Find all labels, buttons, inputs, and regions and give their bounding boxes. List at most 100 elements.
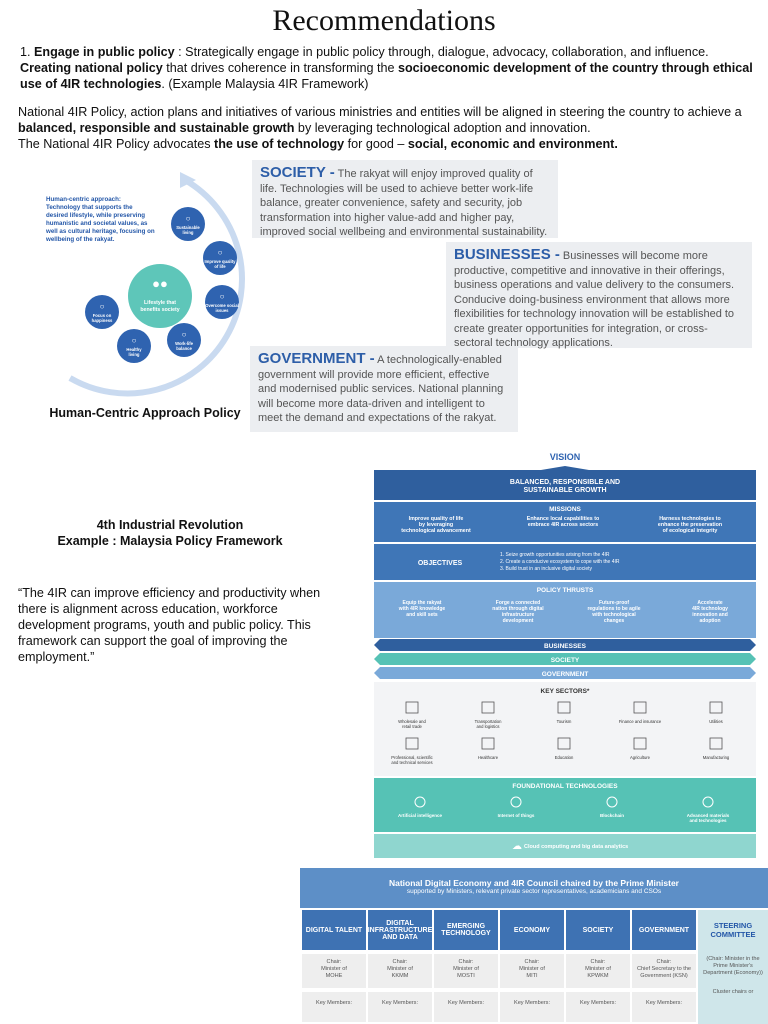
steering-committee: STEERING COMMITTEE (Chair: Minister in t… <box>698 910 768 1024</box>
businesses-heading: BUSINESSES - <box>454 246 560 263</box>
council-subtitle: supported by Ministers, relevant private… <box>406 888 662 895</box>
tech-icon <box>510 796 522 808</box>
objectives-box <box>374 544 756 580</box>
wheel-center-label-2: benefits society <box>140 307 179 313</box>
society-box: SOCIETY - The rakyat will enjoy improved… <box>252 160 558 238</box>
cloud-box <box>374 834 756 858</box>
thrust-text: adoption <box>699 618 720 624</box>
human-centric-intro: Human-centric approach: Technology that … <box>46 196 155 243</box>
government-heading: GOVERNMENT - <box>258 350 375 367</box>
p1-a: National 4IR Policy, action plans and in… <box>18 105 742 119</box>
chair-line: Chair: <box>458 959 474 965</box>
thrust-text: infrastructure <box>502 612 535 618</box>
vision-box <box>374 470 756 500</box>
wheel-item-label: living <box>129 352 140 357</box>
council-structure: National Digital Economy and 4IR Council… <box>300 868 768 1024</box>
p2-a: The National 4IR Policy advocates <box>18 137 215 151</box>
wheel-item-icon: ○ <box>100 302 105 311</box>
line2-bold: Creating national policy <box>20 61 163 75</box>
steering-extra: Cluster chairs or <box>712 989 754 995</box>
tech-label: Advanced materials <box>687 813 730 818</box>
line2-mid: that drives coherence in transforming th… <box>162 61 398 75</box>
chair-line: Chair: <box>656 959 672 965</box>
chair-line: Minister of <box>387 966 413 972</box>
mission-text: by leveraging <box>419 522 453 528</box>
wheel-item-circle <box>203 241 237 275</box>
lead-rest: : Strategically engage in public policy … <box>174 45 709 59</box>
wheel-arc <box>68 177 245 397</box>
sector-label: Wholesale and <box>398 719 426 724</box>
tech-label: Blockchain <box>600 813 624 818</box>
chair-line: MITI <box>526 973 538 979</box>
sector-icon <box>557 737 571 750</box>
wheel-item-circle <box>171 207 205 241</box>
thrust-text: innovation and <box>692 612 728 618</box>
steering-chair: (Chair: Minister in the Prime Minister's… <box>703 956 763 976</box>
sector-icon <box>481 737 495 750</box>
tech-label: and technologies <box>689 818 727 823</box>
objective-text: 1. Seize growth opportunities arising fr… <box>500 552 610 558</box>
thrust-text: development <box>503 618 534 624</box>
objective-text: 2. Create a conducive ecosystem to cope … <box>500 559 620 565</box>
missions-label: MISSIONS <box>549 506 581 513</box>
wheel-center-label: Lifestyle that <box>144 300 176 306</box>
sector-label: Healthcare <box>478 755 499 760</box>
foundational-label: FOUNDATIONAL TECHNOLOGIES <box>512 783 618 790</box>
framework-caption-line2: Example : Malaysia Policy Framework <box>57 534 283 548</box>
section-number: 1. <box>20 45 31 59</box>
chair-line: Minister of <box>585 966 611 972</box>
wheel-item-label: Sustainable <box>176 225 200 230</box>
tech-label: Artificial intelligence <box>398 813 443 818</box>
missions-box <box>374 502 756 542</box>
quote: “The 4IR can improve efficiency and prod… <box>18 586 321 664</box>
mission-text: Harness technologies to <box>659 516 721 522</box>
people-icon: ●● <box>152 276 168 291</box>
council-members: Key Members: <box>500 992 564 1022</box>
sector-label: Professional, scientific <box>391 755 432 760</box>
wheel-item-circle <box>85 295 119 329</box>
framework-caption-line1: 4th Industrial Revolution <box>96 518 244 532</box>
sector-label: Tourism <box>557 719 572 724</box>
steering-heading: STEERING COMMITTEE <box>710 921 756 939</box>
vision-label: VISION <box>550 452 581 462</box>
wheel-item-icon: ○ <box>218 248 223 257</box>
sector-label: retail trade <box>402 724 422 729</box>
sector-label: Finance and insurance <box>619 719 662 724</box>
wheel-caption: Human-Centric Approach Policy <box>49 406 241 420</box>
band-businesses <box>374 639 756 651</box>
council-column-head: ECONOMY <box>500 910 564 950</box>
tech-label: Internet of things <box>498 813 535 818</box>
sector-icon <box>633 737 647 750</box>
sector-label: Utilities <box>709 719 723 724</box>
government-box: GOVERNMENT - A technologically-enabled g… <box>250 346 518 432</box>
mission-text: embrace 4IR across sectors <box>528 522 598 528</box>
council-header: National Digital Economy and 4IR Council… <box>300 868 768 908</box>
mission-text: of ecological integrity <box>663 528 718 534</box>
p1-b: by leveraging technological adoption and… <box>294 121 591 135</box>
council-column-head: EMERGING TECHNOLOGY <box>434 910 498 950</box>
thrust-text: Future-proof <box>599 600 629 606</box>
framework-caption: 4th Industrial Revolution Example : Mala… <box>40 517 300 549</box>
thrust-text: regulations to be agile <box>587 606 640 612</box>
chair-line: Government (KSN) <box>640 973 688 979</box>
council-members: Key Members: <box>632 992 696 1022</box>
sector-icon <box>709 701 723 714</box>
society-text: The rakyat will enjoy improved quality o… <box>260 168 548 238</box>
wheel-item-label: Focus on <box>93 313 112 318</box>
council-column-head: DIGITAL TALENT <box>302 910 366 950</box>
sector-icon <box>557 701 571 714</box>
objectives-label: OBJECTIVES <box>418 560 463 567</box>
mission-text: Enhance local capabilities to <box>527 516 600 522</box>
wheel-item-circle <box>205 285 239 319</box>
band-government <box>374 667 756 679</box>
chair-line: Minister of <box>321 966 347 972</box>
wheel-item-label: Work-life <box>175 341 194 346</box>
foundational-box <box>374 778 756 832</box>
wheel-item-label: balance <box>176 346 192 351</box>
wheel-arrow <box>180 172 196 188</box>
sectors-label: KEY SECTORS* <box>541 688 590 695</box>
